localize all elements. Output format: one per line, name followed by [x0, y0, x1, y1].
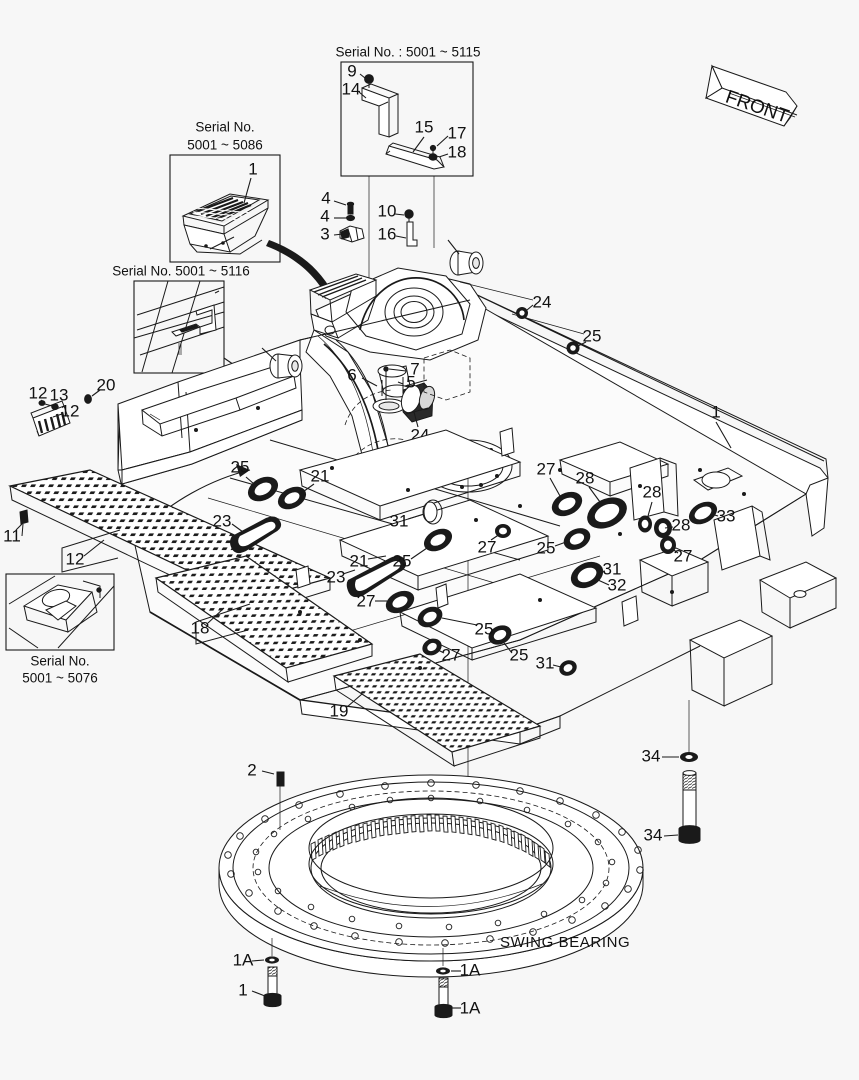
callout-12-left: 11 [3, 526, 21, 545]
bolt-12-left [19, 509, 29, 537]
callout-34-b: 27 [674, 546, 693, 565]
callout-27-b: 25 [537, 538, 556, 557]
inset-serial-5076: Serial No. 5001 ~ 5076 [5, 573, 115, 686]
callout-1-right: 1 [711, 402, 720, 421]
callout-14: 18 [191, 618, 210, 637]
callout-39: 33 [717, 506, 736, 525]
main-frame-assembly: 4 4 3 10 16 [8, 188, 838, 880]
gear-teeth [310, 814, 551, 869]
callout-20-inset: 15 [415, 117, 434, 136]
callout-41: 31 [390, 511, 409, 530]
inset-serial-5086: Serial No. 5001 ~ 5086 1 [169, 120, 281, 263]
inset-5116-caption: Serial No. 5001 ~ 5116 [112, 264, 249, 279]
callout-1-inset: 1 [248, 159, 257, 178]
callout-28-lower: 27 [357, 591, 376, 610]
inset-5086-caption-line2: 5001 ~ 5086 [187, 138, 262, 153]
callout-8: 4 [320, 206, 329, 225]
bushing-1A-left [269, 353, 303, 379]
bolt-3-washer-4 [434, 948, 453, 1019]
bolt-7-8-6-cluster [339, 201, 365, 243]
callout-18-inset: 14 [342, 79, 361, 98]
grommet-group [230, 307, 718, 676]
callout-32: 25 [583, 326, 602, 345]
callout-15: 19 [330, 701, 349, 720]
callout-25-lower: 23 [327, 567, 346, 586]
callout-3: 1A [460, 998, 481, 1017]
callout-36: 28 [672, 515, 691, 534]
callout-27-a: 25 [393, 551, 412, 570]
callout-12-mid: 10 [378, 201, 397, 220]
bushing-1A-right [449, 250, 484, 276]
callout-4-left: 1A [233, 950, 254, 969]
callout-24-lower: 21 [350, 551, 369, 570]
callout-27-c: 25 [475, 619, 494, 638]
inset-5076-caption-line2: 5001 ~ 5076 [22, 671, 97, 686]
callout-35: 28 [643, 482, 662, 501]
callout-2: 1 [238, 980, 247, 999]
bolt-12-19-cluster [404, 209, 418, 247]
callout-25-upper: 23 [213, 511, 232, 530]
callout-6: 3 [320, 224, 329, 243]
callout-16: 12 [61, 401, 80, 420]
callout-9: 5 [406, 372, 415, 391]
inset-5076-caption-line1: Serial No. [30, 654, 89, 669]
bolt-2-washer-4 [263, 938, 282, 1008]
callout-24-upper: 21 [311, 466, 330, 485]
callout-19: 16 [378, 224, 397, 243]
callout-11: 7 [410, 359, 419, 378]
walkway-grate-14 [154, 555, 374, 684]
inset-5115-caption: Serial No. : 5001 ~ 5115 [336, 45, 481, 60]
pin-5 [276, 771, 285, 830]
callout-38-a: 31 [603, 559, 622, 578]
callout-labels: 1 24 25 12 13 12 20 11 12 18 19 25 21 23… [3, 281, 736, 720]
callout-31-left: 25 [231, 457, 250, 476]
callout-13: 12 [66, 549, 85, 568]
callout-22-inset: 17 [448, 123, 467, 142]
callout-34-a: 27 [478, 537, 497, 556]
inset-serial-5116: Serial No. 5001 ~ 5116 [112, 264, 257, 381]
callout-4-right: 1A [460, 960, 481, 979]
callout-10: 6 [347, 365, 356, 384]
front-arrow: FRONT [704, 64, 798, 128]
callout-30: 24 [533, 292, 552, 311]
callout-21: 13 [50, 385, 69, 404]
inset-serial-5115: Serial No. : 5001 ~ 5115 9 14 15 17 18 [336, 45, 481, 292]
callout-26: 20 [97, 375, 116, 394]
swing-bearing-label: SWING BEARING [500, 934, 630, 951]
callout-23-inset: 18 [448, 142, 467, 161]
callout-91: 34 [644, 825, 663, 844]
callout-27-d: 25 [510, 645, 529, 664]
callout-17: 12 [29, 383, 48, 402]
callout-7: 4 [321, 188, 330, 207]
swing-bearing-assembly: 2 1A 1 1A 1A [218, 760, 644, 1019]
inset-5086-caption-line1: Serial No. [195, 120, 254, 135]
walkway-grate-15 [332, 653, 542, 768]
callout-28-upper: 27 [537, 459, 556, 478]
callout-92: 34 [642, 746, 661, 765]
callout-12-inset: 9 [347, 61, 356, 80]
callout-37: 28 [576, 468, 595, 487]
callout-40: 32 [608, 575, 627, 594]
seal-group-10-11-9-31 [372, 364, 436, 423]
callout-5: 2 [247, 760, 256, 779]
callout-33: 27 [442, 645, 461, 664]
callout-38-b: 31 [536, 653, 555, 672]
bolt-91-washer-92: 34 34 [642, 700, 701, 844]
